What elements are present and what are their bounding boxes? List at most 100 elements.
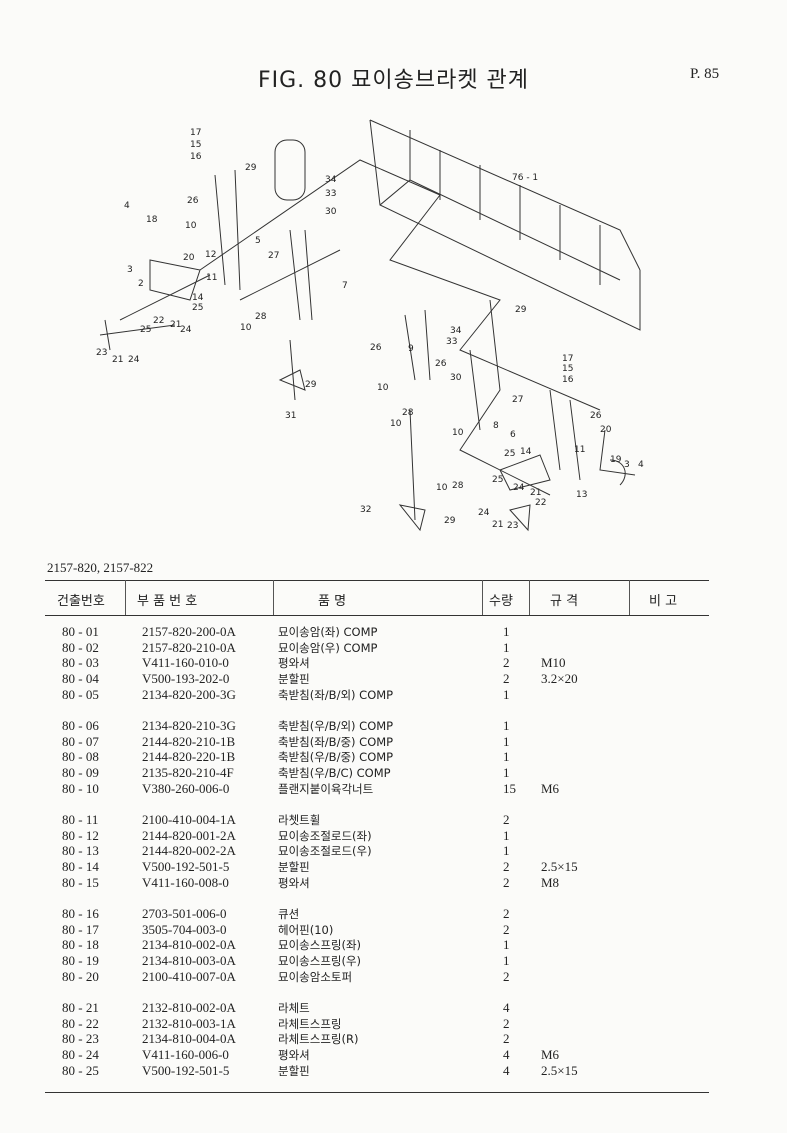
svg-text:20: 20: [600, 425, 612, 435]
item-number: 80 - 21: [62, 1000, 99, 1015]
col-divider: [125, 580, 126, 615]
svg-text:4: 4: [124, 201, 130, 211]
svg-text:31: 31: [285, 411, 296, 421]
part-number: 2100-410-007-0A: [142, 968, 236, 984]
part-name: 분할핀: [278, 860, 310, 875]
svg-text:25: 25: [192, 303, 203, 313]
part-name: 축받침(좌/B/외) COMP: [278, 687, 394, 702]
part-name: 묘이송조절로드(우): [278, 844, 372, 859]
svg-text:34: 34: [325, 175, 337, 185]
part-number: 2134-810-003-0A: [142, 953, 236, 969]
table-header-rule: [45, 615, 709, 616]
part-name: 라쳇트휠: [278, 813, 321, 827]
item-number: 80 - 08: [62, 749, 99, 765]
header-item-no: 건출번호: [57, 594, 105, 609]
table-bottom-rule: [45, 1092, 709, 1093]
svg-text:17: 17: [190, 128, 201, 138]
page-number: P. 85: [690, 66, 720, 82]
part-name: 분할핀: [278, 672, 310, 687]
svg-text:29: 29: [444, 516, 456, 526]
svg-text:17: 17: [562, 354, 573, 364]
svg-text:14: 14: [520, 447, 532, 457]
svg-text:25: 25: [504, 449, 515, 459]
table-top-rule: [45, 580, 709, 581]
quantity: 1: [503, 937, 510, 953]
quantity: 2: [503, 1015, 510, 1031]
part-number: V411-160-010-0: [142, 655, 229, 671]
svg-text:10: 10: [452, 428, 464, 438]
item-number: 80 - 19: [62, 953, 99, 969]
page-title: FIG. 80 묘이송브라켓 관계: [257, 68, 530, 93]
quantity: 2: [503, 1031, 510, 1047]
quantity: 1: [503, 827, 510, 843]
svg-text:28: 28: [402, 408, 414, 418]
part-number: V500-193-202-0: [142, 671, 230, 687]
svg-text:3: 3: [624, 460, 630, 470]
part-number: 2144-820-002-2A: [142, 843, 236, 859]
part-name: 축받침(우/B/외) COMP: [278, 719, 394, 733]
svg-text:21: 21: [170, 320, 181, 330]
svg-text:21: 21: [492, 520, 503, 530]
part-name: 큐션: [278, 907, 300, 921]
svg-text:18: 18: [146, 215, 158, 225]
part-name: 플랜지붙이육각너트: [278, 781, 374, 796]
svg-text:30: 30: [450, 373, 462, 383]
item-number: 80 - 04: [62, 671, 99, 687]
svg-text:26: 26: [590, 411, 602, 421]
part-number: 2135-820-210-4F: [142, 765, 234, 781]
svg-text:25: 25: [492, 475, 503, 485]
svg-text:22: 22: [535, 498, 546, 508]
part-number: V411-160-008-0: [142, 874, 229, 890]
part-number: 2157-820-200-0A: [142, 624, 236, 639]
part-number: 2144-820-001-2A: [142, 827, 236, 843]
quantity: 4: [503, 1047, 510, 1063]
svg-text:10: 10: [377, 383, 389, 393]
part-name: 라체트: [278, 1001, 310, 1015]
part-name: 묘이송스프링(좌): [278, 938, 362, 953]
svg-text:23: 23: [96, 348, 107, 358]
item-number: 80 - 06: [62, 718, 99, 733]
item-number: 80 - 13: [62, 843, 99, 859]
specification: M6: [541, 1047, 560, 1063]
item-number: 80 - 16: [62, 906, 99, 921]
svg-text:32: 32: [360, 505, 371, 515]
part-name: 평와셔: [278, 1048, 310, 1063]
item-number: 80 - 24: [62, 1047, 99, 1063]
svg-text:4: 4: [638, 460, 644, 470]
item-number: 80 - 11: [62, 812, 99, 827]
part-number: 2134-810-004-0A: [142, 1031, 236, 1047]
header-qty: 수량: [489, 594, 513, 609]
part-name: 묘이송암소토퍼: [278, 969, 353, 984]
svg-text:16: 16: [190, 152, 202, 162]
part-number: 2132-810-002-0A: [142, 1000, 236, 1015]
quantity: 1: [503, 953, 510, 969]
specification: M8: [541, 874, 560, 890]
specification: 3.2×20: [541, 671, 578, 687]
svg-text:7: 7: [342, 281, 348, 291]
quantity: 1: [503, 686, 510, 702]
part-name: 축받침(우/B/중) COMP: [278, 750, 394, 765]
svg-text:14: 14: [192, 293, 204, 303]
quantity: 2: [503, 655, 510, 671]
quantity: 2: [503, 906, 510, 921]
part-name: 분할핀: [278, 1063, 310, 1078]
svg-text:10: 10: [240, 323, 252, 333]
svg-text:15: 15: [190, 140, 201, 150]
svg-text:76 - 1: 76 - 1: [512, 173, 538, 183]
svg-text:6: 6: [510, 430, 516, 440]
quantity: 2: [503, 812, 510, 827]
quantity: 1: [503, 765, 510, 781]
quantity: 2: [503, 968, 510, 984]
quantity: 1: [503, 718, 510, 733]
